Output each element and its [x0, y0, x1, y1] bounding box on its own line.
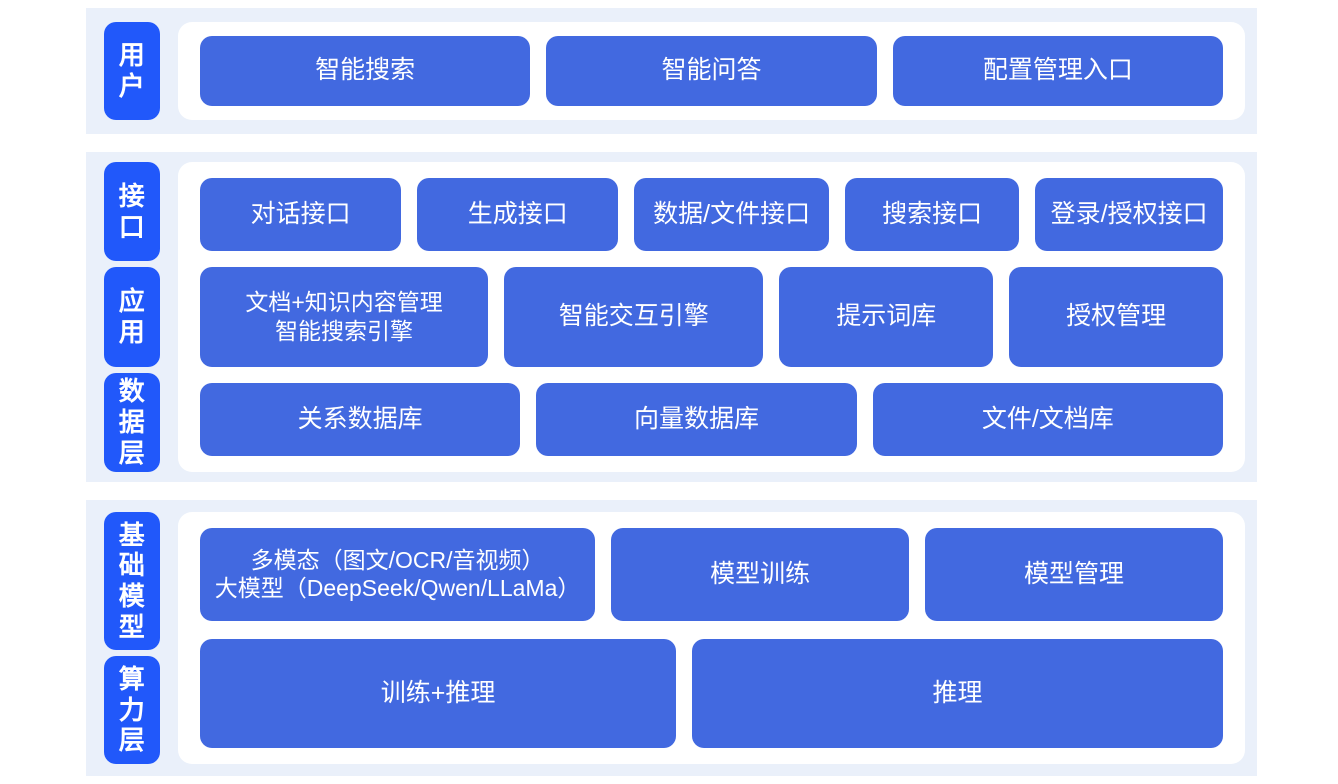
row-compute-resources: 训练+推理 推理: [200, 638, 1223, 748]
rail-application: 接口 应用 数据层: [86, 152, 178, 482]
panel-user-layer: 智能搜索 智能问答 配置管理入口: [178, 22, 1245, 120]
tile-model-training[interactable]: 模型训练: [611, 528, 910, 621]
section-application-layer: 接口 应用 数据层 对话接口 生成接口 数据/文件接口 搜索接口 登录/授权接口…: [86, 152, 1257, 482]
tile-file-document-store[interactable]: 文件/文档库: [872, 382, 1224, 456]
tile-config-management-entry[interactable]: 配置管理入口: [892, 36, 1223, 106]
rail-label-interface: 接口: [104, 162, 160, 262]
tile-smart-search[interactable]: 智能搜索: [200, 36, 531, 106]
tile-dialog-api[interactable]: 对话接口: [200, 178, 402, 252]
section-user-layer: 用户 智能搜索 智能问答 配置管理入口: [86, 8, 1257, 134]
tile-training-and-inference[interactable]: 训练+推理: [200, 638, 677, 748]
row-data-stores: 关系数据库 向量数据库 文件/文档库: [200, 382, 1224, 456]
tile-search-api[interactable]: 搜索接口: [844, 178, 1020, 252]
panel-infrastructure-layer: 多模态（图文/OCR/音视频） 大模型（DeepSeek/Qwen/LLaMa）…: [178, 512, 1245, 764]
tile-document-knowledge-management[interactable]: 文档+知识内容管理 智能搜索引擎: [200, 267, 489, 367]
rail-label-data-layer: 数据层: [104, 372, 160, 472]
tile-generation-api[interactable]: 生成接口: [417, 178, 619, 252]
tile-relational-database[interactable]: 关系数据库: [200, 382, 521, 456]
panel-application-layer: 对话接口 生成接口 数据/文件接口 搜索接口 登录/授权接口 文档+知识内容管理…: [178, 162, 1245, 472]
rail-label-application-text: 应用: [118, 286, 146, 347]
tile-smart-interaction-engine[interactable]: 智能交互引擎: [504, 267, 764, 367]
tile-vector-database[interactable]: 向量数据库: [536, 382, 857, 456]
row-user-entries: 智能搜索 智能问答 配置管理入口: [200, 36, 1223, 106]
tile-inference[interactable]: 推理: [692, 638, 1223, 748]
rail-user: 用户: [86, 8, 178, 134]
rail-label-compute-layer-text: 算力层: [118, 664, 146, 756]
rail-label-user: 用户: [104, 22, 160, 120]
rail-label-compute-layer: 算力层: [104, 656, 160, 764]
rail-label-user-text: 用户: [118, 40, 146, 101]
tile-smart-qa[interactable]: 智能问答: [546, 36, 877, 106]
tile-login-auth-api[interactable]: 登录/授权接口: [1035, 178, 1224, 252]
tile-data-file-api[interactable]: 数据/文件接口: [634, 178, 829, 252]
rail-label-foundation-model: 基础模型: [104, 512, 160, 651]
tile-model-management[interactable]: 模型管理: [925, 528, 1223, 621]
row-application-modules: 文档+知识内容管理 智能搜索引擎 智能交互引擎 提示词库 授权管理: [200, 267, 1223, 367]
section-infrastructure-layer: 基础模型 算力层 多模态（图文/OCR/音视频） 大模型（DeepSeek/Qw…: [86, 500, 1257, 776]
tile-prompt-library[interactable]: 提示词库: [779, 267, 994, 367]
rail-label-foundation-model-text: 基础模型: [118, 519, 146, 642]
tile-multimodal-large-model[interactable]: 多模态（图文/OCR/音视频） 大模型（DeepSeek/Qwen/LLaMa）: [200, 528, 596, 621]
rail-label-data-layer-text: 数据层: [118, 376, 146, 468]
rail-infrastructure: 基础模型 算力层: [86, 500, 178, 776]
row-interface-apis: 对话接口 生成接口 数据/文件接口 搜索接口 登录/授权接口: [200, 178, 1224, 252]
row-foundation-models: 多模态（图文/OCR/音视频） 大模型（DeepSeek/Qwen/LLaMa）…: [200, 528, 1223, 621]
tile-authorization-management[interactable]: 授权管理: [1009, 267, 1223, 367]
rail-label-interface-text: 接口: [118, 180, 146, 242]
rail-label-application: 应用: [104, 267, 160, 367]
